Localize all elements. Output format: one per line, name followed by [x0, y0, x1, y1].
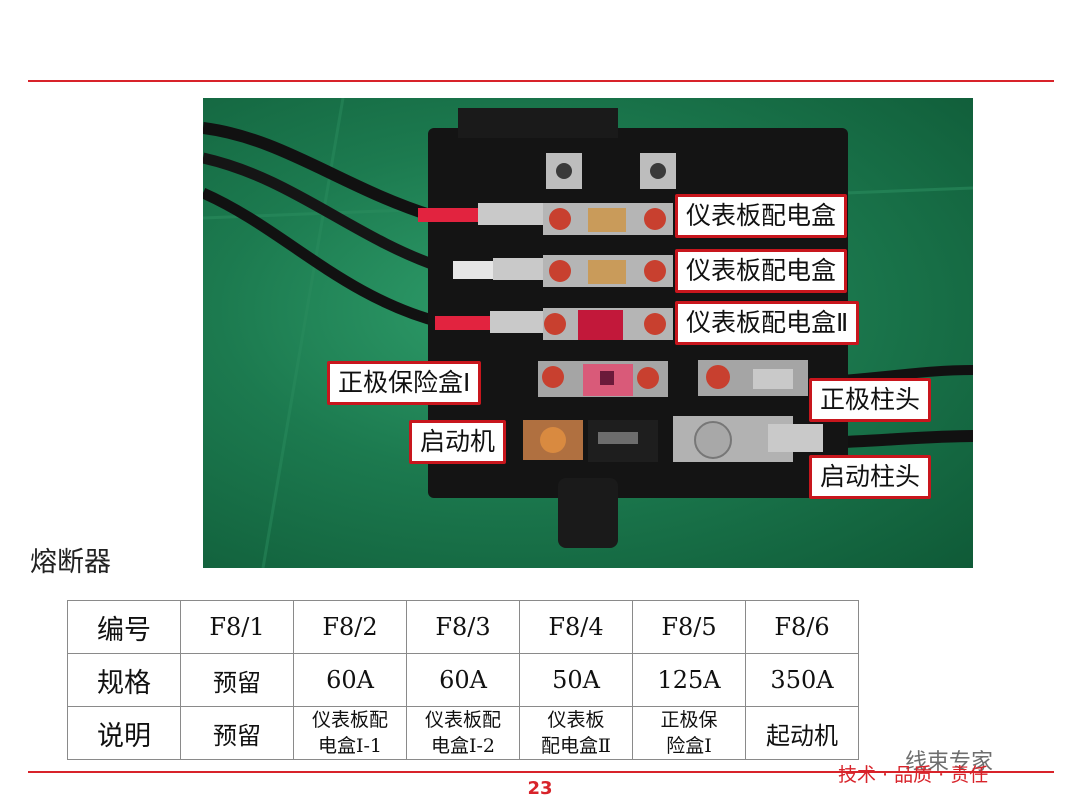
table-cell: 50A — [519, 653, 633, 707]
table-row-desc: 说明 预留 仪表板配电盒Ⅰ-1 仪表板配电盒Ⅰ-2 仪表板配电盒Ⅱ 正极保险盒Ⅰ… — [67, 706, 859, 760]
row-header-desc: 说明 — [67, 706, 181, 760]
table-cell: 正极保险盒Ⅰ — [632, 706, 746, 760]
bottom-rule — [28, 771, 1054, 773]
table-cell: 125A — [632, 653, 746, 707]
label-ip-box-1: 仪表板配电盒 — [675, 194, 848, 238]
page-number: 23 — [527, 778, 553, 799]
row-header-id: 编号 — [67, 600, 181, 654]
desc-line: 电盒Ⅰ-1 — [317, 735, 382, 757]
label-ip-box-2: 仪表板配电盒 — [675, 249, 848, 293]
table-cell: 350A — [745, 653, 859, 707]
row-header-spec: 规格 — [67, 653, 181, 707]
desc-line: 预留 — [213, 721, 261, 750]
table-cell: F8/1 — [180, 600, 294, 654]
table-cell: 60A — [406, 653, 520, 707]
desc-line: 险盒Ⅰ — [666, 735, 712, 757]
table-cell: F8/6 — [745, 600, 859, 654]
desc-line: 仪表板配 — [424, 709, 501, 731]
label-starter: 启动机 — [409, 420, 507, 464]
table-row-ids: 编号 F8/1 F8/2 F8/3 F8/4 F8/5 F8/6 — [67, 600, 859, 654]
table-cell: 起动机 — [745, 706, 859, 760]
table-cell: 预留 — [180, 653, 294, 707]
desc-line: 配电盒Ⅱ — [541, 735, 611, 757]
table-row-specs: 规格 预留 60A 60A 50A 125A 350A — [67, 653, 859, 707]
label-pos-post: 正极柱头 — [809, 378, 932, 422]
fuse-table: 编号 F8/1 F8/2 F8/3 F8/4 F8/5 F8/6 规格 预留 6… — [67, 600, 859, 760]
table-cell: 仪表板配电盒Ⅱ — [519, 706, 633, 760]
table-cell: 仪表板配电盒Ⅰ-1 — [293, 706, 407, 760]
section-title: 熔断器 — [30, 547, 111, 578]
table-cell: F8/4 — [519, 600, 633, 654]
desc-line: 电盒Ⅰ-2 — [430, 735, 495, 757]
fuse-box-photo: 仪表板配电盒 仪表板配电盒 仪表板配电盒Ⅱ 正极保险盒Ⅰ 启动机 正极柱头 启动… — [203, 98, 973, 568]
label-start-post: 启动柱头 — [809, 455, 932, 499]
watermark-text: 线束专家 — [905, 750, 994, 775]
table-cell: 60A — [293, 653, 407, 707]
label-ip-box-3: 仪表板配电盒Ⅱ — [675, 301, 860, 345]
desc-line: 起动机 — [766, 721, 838, 750]
table-cell: F8/3 — [406, 600, 520, 654]
desc-line: 仪表板 — [547, 709, 605, 731]
footer-slogan: 技术 · 品质 · 责任 — [838, 764, 989, 786]
top-rule — [28, 80, 1054, 82]
table-cell: F8/5 — [632, 600, 746, 654]
desc-line: 仪表板配 — [311, 709, 388, 731]
table-cell: F8/2 — [293, 600, 407, 654]
table-cell: 仪表板配电盒Ⅰ-2 — [406, 706, 520, 760]
label-pos-box: 正极保险盒Ⅰ — [327, 361, 482, 405]
desc-line: 正极保 — [660, 709, 718, 731]
table-cell: 预留 — [180, 706, 294, 760]
